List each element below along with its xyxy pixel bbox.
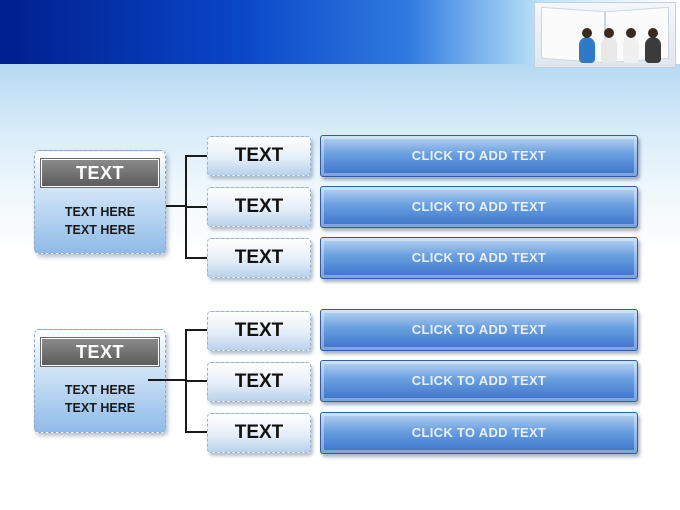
connector-line (185, 257, 207, 259)
click-to-add-text-bar[interactable]: CLICK TO ADD TEXT (320, 237, 638, 279)
group-text-line[interactable]: TEXT HERE (64, 205, 136, 219)
group-title[interactable]: TEXT (40, 337, 160, 367)
students-photo (534, 2, 676, 68)
click-to-add-text-bar[interactable]: CLICK TO ADD TEXT (320, 186, 638, 228)
student-head (582, 28, 592, 38)
connector-line (185, 155, 207, 157)
student-figure (623, 37, 639, 63)
group-text-line[interactable]: TEXT HERE (64, 383, 136, 397)
group-card[interactable]: TEXT TEXT HERE TEXT HERE (34, 329, 166, 433)
connector-line (166, 205, 186, 207)
row-label[interactable]: TEXT (207, 136, 311, 176)
student-head (626, 28, 636, 38)
click-to-add-text-bar[interactable]: CLICK TO ADD TEXT (320, 309, 638, 351)
group-text-line[interactable]: TEXT HERE (64, 401, 136, 415)
student-head (648, 28, 658, 38)
connector-line (185, 380, 207, 382)
row-label[interactable]: TEXT (207, 311, 311, 351)
click-to-add-text-bar[interactable]: CLICK TO ADD TEXT (320, 360, 638, 402)
group-text-line[interactable]: TEXT HERE (64, 223, 136, 237)
row-label[interactable]: TEXT (207, 413, 311, 453)
connector-line (185, 329, 207, 331)
student-figure (601, 37, 617, 63)
student-head (604, 28, 614, 38)
connector-line (148, 379, 186, 381)
student-figure (579, 37, 595, 63)
group-card[interactable]: TEXT TEXT HERE TEXT HERE (34, 150, 166, 254)
click-to-add-text-bar[interactable]: CLICK TO ADD TEXT (320, 412, 638, 454)
row-label[interactable]: TEXT (207, 238, 311, 278)
row-label[interactable]: TEXT (207, 362, 311, 402)
connector-line (185, 431, 207, 433)
row-label[interactable]: TEXT (207, 187, 311, 227)
student-figure (645, 37, 661, 63)
book-page-left (541, 6, 605, 64)
click-to-add-text-bar[interactable]: CLICK TO ADD TEXT (320, 135, 638, 177)
connector-line (185, 206, 207, 208)
group-title[interactable]: TEXT (40, 158, 160, 188)
